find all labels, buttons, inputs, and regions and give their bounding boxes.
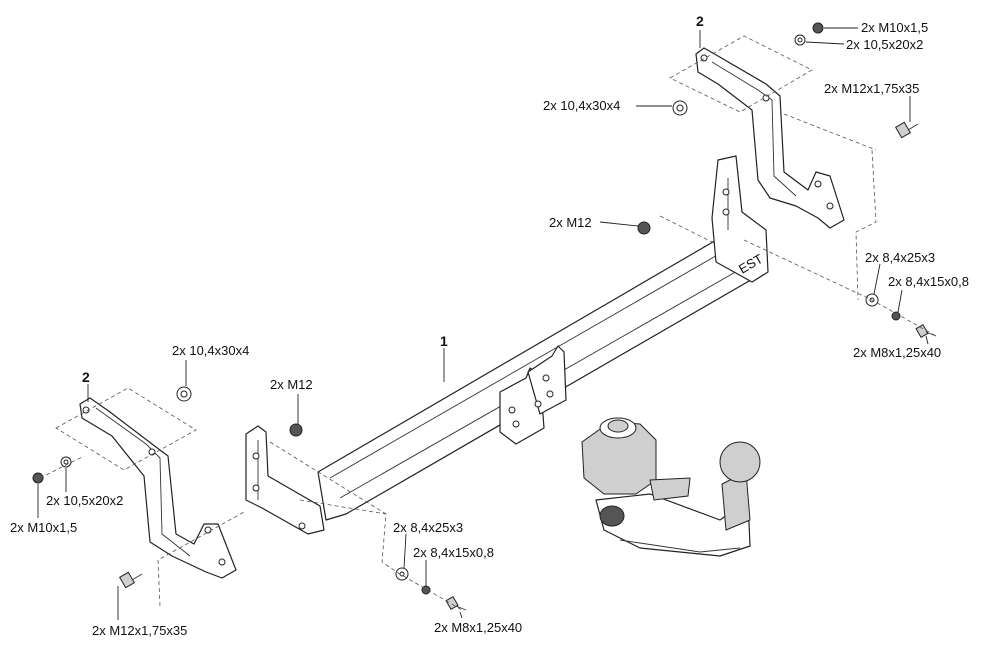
label-washer-10-4-right: 2x 10,4x30x4 — [543, 98, 620, 113]
bracket-left — [55, 387, 237, 579]
label-bolt-m8-left: 2x M8x1,25x40 — [434, 620, 522, 635]
nut-m12-left — [289, 423, 303, 437]
label-nut-m10-left: 2x M10x1,5 — [10, 520, 77, 535]
label-washer-10-5-right: 2x 10,5x20x2 — [846, 37, 923, 52]
label-washer-10-5-left: 2x 10,5x20x2 — [46, 493, 123, 508]
nut-m12-right — [637, 221, 651, 235]
label-bolt-m12-right: 2x M12x1,75x35 — [824, 81, 919, 96]
leader-lines — [37, 27, 929, 620]
label-washer-8-4x25-left: 2x 8,4x25x3 — [393, 520, 463, 535]
fasteners — [32, 22, 937, 611]
nut-m10-left — [32, 472, 44, 484]
label-washer-8-4x15-left: 2x 8,4x15x0,8 — [413, 545, 494, 560]
part-number-main-bar: 1 — [440, 333, 448, 349]
label-washer-8-4x25-right: 2x 8,4x25x3 — [865, 250, 935, 265]
bolt-m8-left — [445, 595, 467, 611]
label-bolt-m8-right: 2x M8x1,25x40 — [853, 345, 941, 360]
bracket-right — [669, 35, 845, 229]
label-washer-10-4-left: 2x 10,4x30x4 — [172, 343, 249, 358]
label-nut-m12-right: 2x M12 — [549, 215, 592, 230]
nut-m10-right — [812, 22, 824, 34]
bolt-m12-left — [118, 571, 143, 589]
part-number-bracket-right: 2 — [696, 13, 704, 29]
washer-8-4x15-right — [891, 311, 901, 321]
part-number-bracket-left: 2 — [82, 369, 90, 385]
label-washer-8-4x15-right: 2x 8,4x15x0,8 — [888, 274, 969, 289]
main-crossbar: EST — [245, 155, 769, 535]
bolt-m12-right — [894, 121, 919, 139]
bolt-m8-right — [915, 323, 937, 339]
detachable-ball-head — [581, 417, 761, 557]
label-nut-m10-right: 2x M10x1,5 — [861, 20, 928, 35]
label-bolt-m12-left: 2x M12x1,75x35 — [92, 623, 187, 638]
label-nut-m12-left: 2x M12 — [270, 377, 313, 392]
